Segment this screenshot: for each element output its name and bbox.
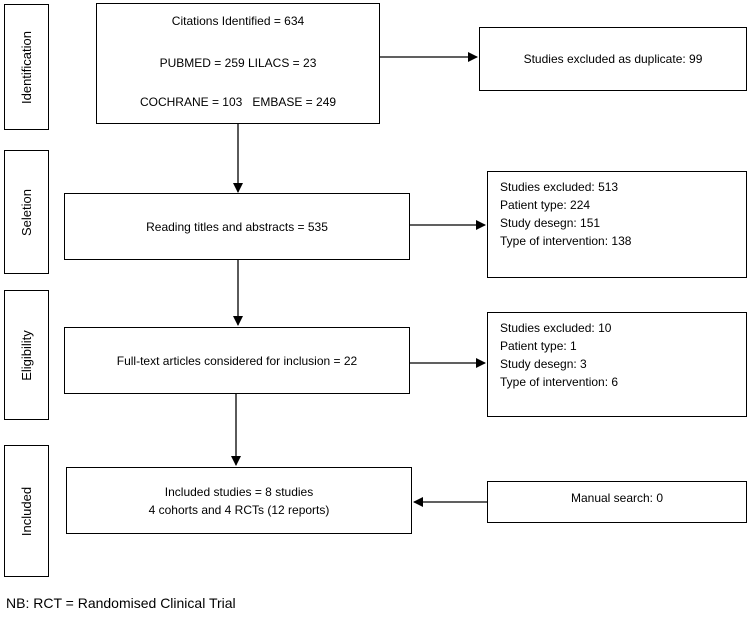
- eligibility-excluded-box: Studies excluded: 10 Patient type: 1 Stu…: [487, 312, 747, 417]
- identification-line: PUBMED = 259 LILACS = 23: [159, 56, 317, 70]
- eligibility-box: Full-text articles considered for inclus…: [64, 327, 410, 394]
- selection-excluded-line: Type of intervention: 138: [500, 234, 632, 248]
- eligibility-excluded-line: Study desegn: 3: [500, 357, 587, 371]
- included-line: 4 cohorts and 4 RCTs (12 reports): [148, 502, 330, 517]
- stage-eligibility: Eligibility: [4, 290, 49, 420]
- identification-line: COCHRANE = 103 EMBASE = 249: [139, 95, 337, 109]
- eligibility-excluded-line: Type of intervention: 6: [500, 375, 619, 389]
- stage-selection: Seletion: [4, 150, 49, 274]
- identification-line: Citations Identified = 634: [171, 14, 305, 28]
- stage-identification: Identification: [4, 4, 49, 130]
- identification-box: Citations Identified = 634 PUBMED = 259 …: [96, 3, 380, 124]
- selection-line: Reading titles and abstracts = 535: [146, 219, 328, 234]
- selection-box: Reading titles and abstracts = 535: [64, 193, 410, 260]
- selection-excluded-box: Studies excluded: 513 Patient type: 224 …: [487, 171, 747, 278]
- included-box: Included studies = 8 studies 4 cohorts a…: [66, 467, 412, 534]
- stage-label: Included: [19, 486, 34, 536]
- manual-search-box: Manual search: 0: [487, 481, 747, 523]
- eligibility-excluded-line: Studies excluded: 10: [500, 321, 612, 335]
- stage-label: Identification: [19, 30, 34, 104]
- selection-excluded-line: Study desegn: 151: [500, 216, 601, 230]
- stage-label: Eligibility: [19, 329, 35, 381]
- selection-excluded-line: Patient type: 224: [500, 198, 591, 212]
- manual-search-line: Manual search: 0: [570, 491, 664, 505]
- eligibility-line: Full-text articles considered for inclus…: [116, 353, 358, 368]
- duplicates-line: Studies excluded as duplicate: 99: [523, 52, 703, 66]
- footnote: NB: RCT = Randomised Clinical Trial: [6, 595, 236, 611]
- duplicates-box: Studies excluded as duplicate: 99: [479, 27, 747, 91]
- eligibility-excluded-line: Patient type: 1: [500, 339, 577, 353]
- included-line: Included studies = 8 studies: [164, 484, 314, 499]
- stage-included: Included: [4, 445, 49, 577]
- selection-excluded-line: Studies excluded: 513: [500, 180, 619, 194]
- stage-label: Seletion: [19, 188, 35, 236]
